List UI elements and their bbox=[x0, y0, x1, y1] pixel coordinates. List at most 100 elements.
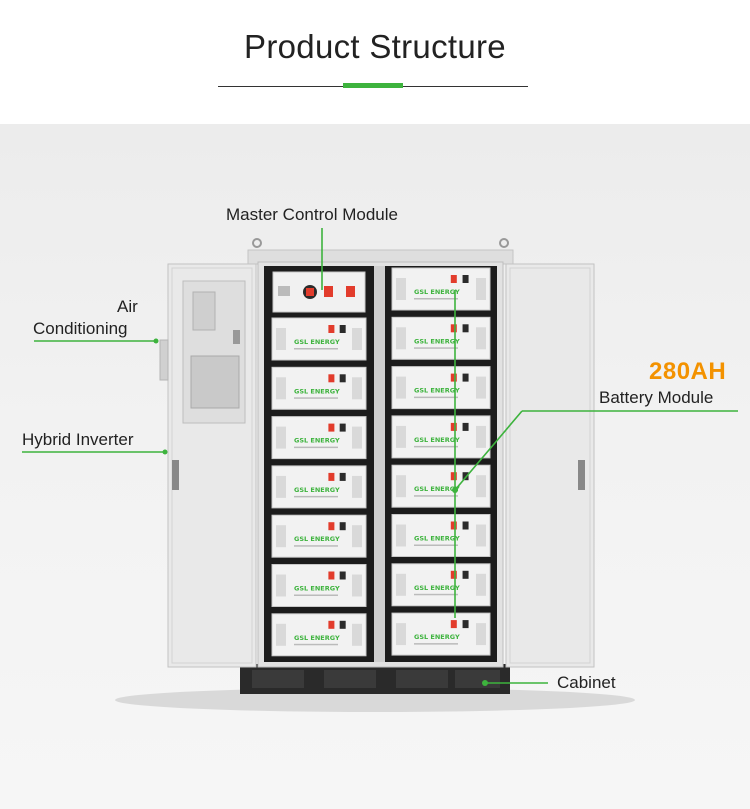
module-brand: GSL ENERGY bbox=[414, 633, 460, 641]
module-spec-line bbox=[294, 397, 338, 399]
header: Product Structure bbox=[0, 0, 750, 124]
callout-dot bbox=[452, 487, 458, 493]
module-spec-line bbox=[414, 643, 458, 645]
label-master-control-module: Master Control Module bbox=[226, 205, 398, 224]
module-handle bbox=[476, 376, 486, 399]
battery-module bbox=[271, 366, 367, 410]
module-terminal bbox=[450, 570, 457, 579]
module-handle bbox=[476, 524, 486, 547]
module-terminal bbox=[450, 324, 457, 333]
module-handle bbox=[352, 525, 362, 548]
module-handle bbox=[352, 574, 362, 597]
battery-module bbox=[391, 267, 491, 311]
module-handle bbox=[396, 278, 406, 300]
module-terminal bbox=[462, 373, 469, 382]
module-handle bbox=[276, 377, 286, 400]
lifting-eye-right bbox=[499, 238, 509, 248]
battery-module bbox=[391, 612, 491, 656]
module-terminal bbox=[328, 374, 335, 383]
module-terminal bbox=[328, 325, 335, 333]
module-handle bbox=[476, 327, 486, 350]
callout-dot bbox=[162, 449, 168, 455]
module-spec-line bbox=[294, 643, 338, 646]
module-terminal bbox=[462, 324, 469, 333]
center-divider bbox=[374, 266, 385, 662]
module-handle bbox=[352, 475, 362, 498]
module-handle bbox=[476, 573, 486, 596]
base-vent bbox=[396, 670, 448, 688]
module-terminal bbox=[328, 522, 335, 531]
ac-grille bbox=[190, 355, 240, 409]
module-handle bbox=[476, 623, 486, 646]
module-brand: GSL ENERGY bbox=[414, 387, 460, 395]
battery-module bbox=[391, 316, 491, 360]
battery-module bbox=[391, 563, 491, 607]
module-terminal bbox=[339, 472, 346, 481]
battery-module bbox=[271, 317, 367, 361]
mcm-breaker-handle bbox=[306, 288, 314, 296]
module-terminal bbox=[339, 325, 346, 333]
module-terminal bbox=[462, 521, 469, 530]
page-title: Product Structure bbox=[244, 28, 506, 65]
module-spec-line bbox=[414, 298, 458, 300]
module-spec-line bbox=[414, 593, 458, 596]
module-brand: GSL ENERGY bbox=[294, 437, 340, 445]
module-brand: GSL ENERGY bbox=[294, 338, 340, 346]
module-handle bbox=[476, 475, 486, 498]
module-brand: GSL ENERGY bbox=[294, 486, 340, 494]
module-handle bbox=[276, 426, 286, 449]
label-hybrid-inverter: Hybrid Inverter bbox=[22, 430, 134, 449]
callout-dot bbox=[153, 338, 159, 344]
module-spec-line bbox=[294, 545, 338, 547]
module-handle bbox=[396, 475, 406, 498]
label-air: Air bbox=[117, 297, 138, 316]
base-vent bbox=[252, 670, 304, 688]
module-brand: GSL ENERGY bbox=[414, 584, 460, 592]
battery-module bbox=[271, 564, 367, 607]
module-brand: GSL ENERGY bbox=[294, 387, 340, 395]
module-terminal bbox=[450, 373, 457, 382]
right-door-handle bbox=[578, 460, 585, 490]
battery-module bbox=[271, 613, 367, 657]
module-spec-line bbox=[414, 544, 458, 546]
module-spec-line bbox=[414, 495, 458, 497]
module-terminal bbox=[450, 275, 457, 283]
module-handle bbox=[476, 278, 486, 300]
callout-dot bbox=[482, 680, 488, 686]
label-conditioning: Conditioning bbox=[33, 319, 128, 338]
module-spec-line bbox=[294, 495, 338, 498]
module-handle bbox=[276, 525, 286, 548]
module-terminal bbox=[339, 620, 346, 629]
battery-module bbox=[391, 514, 491, 557]
module-terminal bbox=[339, 374, 346, 383]
battery-module bbox=[391, 366, 491, 410]
module-brand: GSL ENERGY bbox=[414, 485, 460, 493]
module-brand: GSL ENERGY bbox=[414, 337, 460, 345]
battery-module bbox=[271, 465, 367, 509]
module-terminal bbox=[339, 423, 346, 432]
right-door-frame bbox=[509, 267, 591, 664]
module-handle bbox=[396, 524, 406, 547]
module-brand: GSL ENERGY bbox=[414, 535, 460, 543]
module-handle bbox=[352, 426, 362, 449]
module-terminal bbox=[450, 472, 457, 481]
module-terminal bbox=[328, 423, 335, 432]
mcm-port bbox=[278, 286, 290, 296]
module-brand: GSL ENERGY bbox=[294, 585, 340, 593]
module-spec-line bbox=[294, 446, 338, 449]
label-cabinet: Cabinet bbox=[557, 673, 616, 692]
module-handle bbox=[396, 376, 406, 399]
callout-battery-branch bbox=[454, 410, 523, 491]
module-handle bbox=[276, 623, 286, 646]
module-handle bbox=[352, 623, 362, 646]
left-battery-modules: GSL ENERGY GSL ENERGY GSL ENERGY GSL ENERGY… bbox=[271, 317, 367, 657]
module-handle bbox=[276, 328, 286, 350]
title-accent-bar bbox=[343, 83, 403, 88]
module-brand: GSL ENERGY bbox=[294, 634, 340, 642]
module-terminal bbox=[462, 620, 469, 629]
battery-module bbox=[271, 514, 367, 558]
ac-switch bbox=[233, 330, 240, 344]
label-capacity: 280AH bbox=[649, 358, 727, 385]
battery-module bbox=[391, 464, 491, 508]
